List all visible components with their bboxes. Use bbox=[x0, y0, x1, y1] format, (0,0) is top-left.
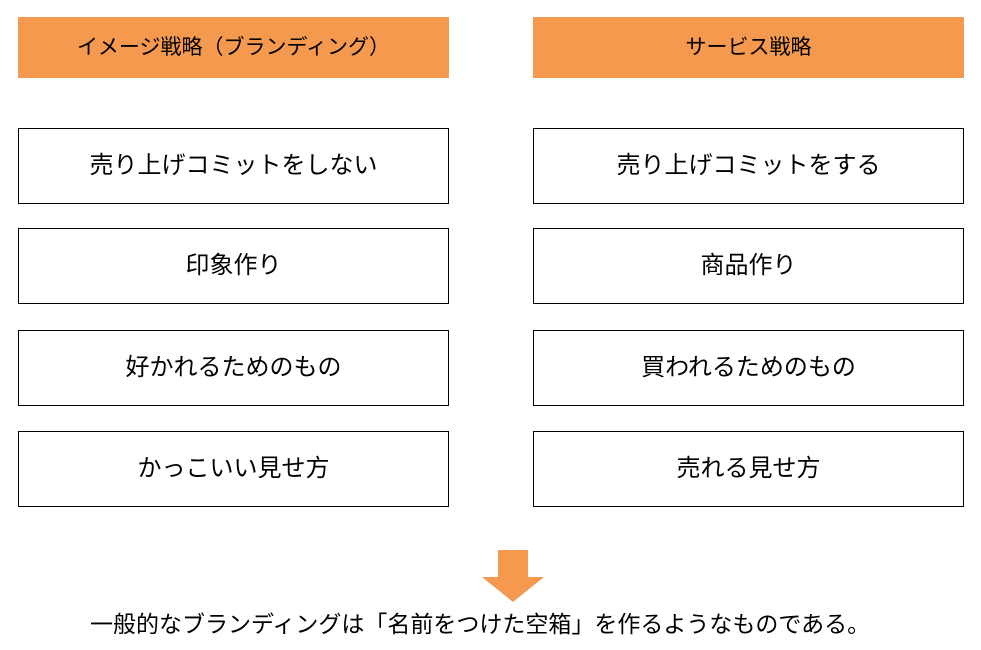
item-to-be-liked: 好かれるためのもの bbox=[18, 330, 449, 406]
item-product-making: 商品作り bbox=[533, 228, 964, 304]
item-no-sales-commit: 売り上げコミットをしない bbox=[18, 128, 449, 204]
column-header-image-strategy: イメージ戦略（ブランディング） bbox=[18, 17, 449, 78]
down-arrow-shape bbox=[482, 550, 544, 602]
item-impression-making: 印象作り bbox=[18, 228, 449, 304]
conclusion-text: 一般的なブランディングは「名前をつけた空箱」を作るようなものである。 bbox=[90, 611, 871, 637]
item-cool-presentation: かっこいい見せ方 bbox=[18, 431, 449, 507]
column-header-service-strategy: サービス戦略 bbox=[533, 17, 964, 78]
item-to-be-bought: 買われるためのもの bbox=[533, 330, 964, 406]
item-sales-commit: 売り上げコミットをする bbox=[533, 128, 964, 204]
item-selling-presentation: 売れる見せ方 bbox=[533, 431, 964, 507]
down-arrow-icon bbox=[482, 550, 544, 602]
